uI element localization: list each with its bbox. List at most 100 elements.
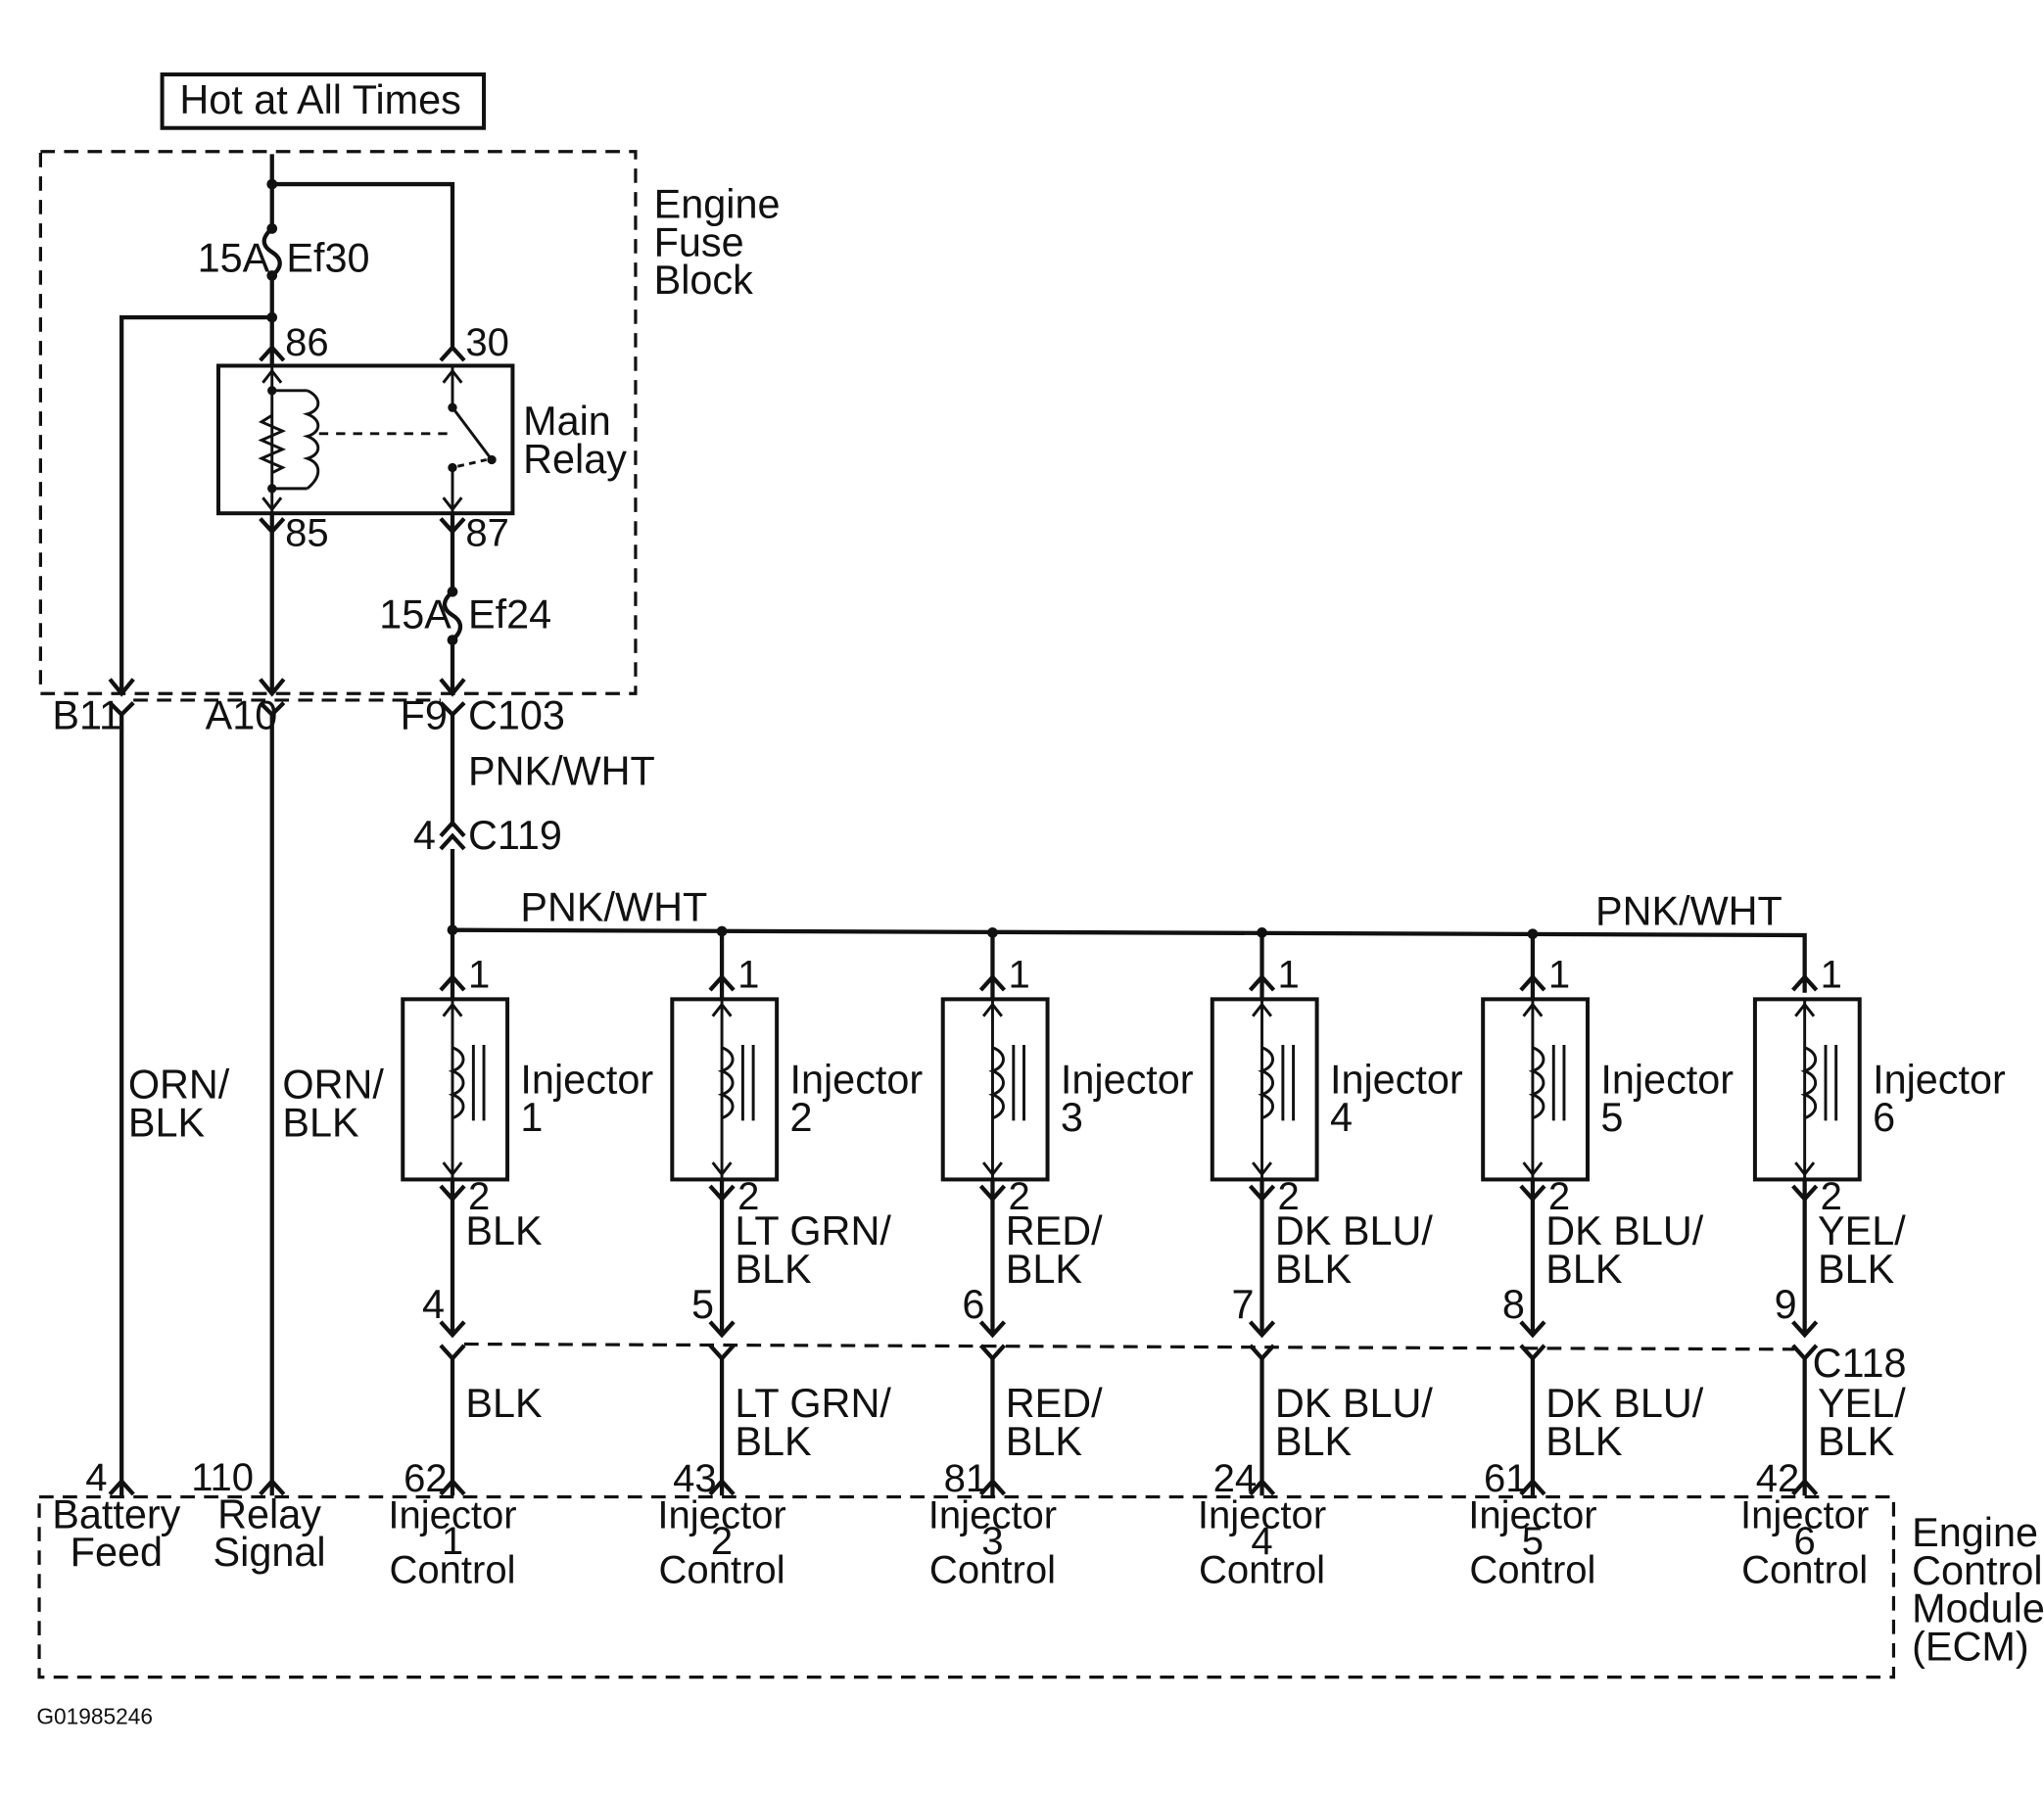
injector-6-ecm-label: Injector	[1740, 1494, 1869, 1537]
injector-3-circuit: 12Injector3RED/BLK6RED/BLK81Injector3Con…	[928, 927, 1194, 1592]
svg-text:BLK: BLK	[1545, 1247, 1623, 1292]
injector-1-label: Injector	[520, 1057, 653, 1102]
svg-text:BLK: BLK	[1545, 1419, 1623, 1464]
ecm-relay-signal: 110 Relay Signal	[191, 1456, 325, 1575]
connector-c103: B11 A10 F9 C103	[52, 692, 565, 737]
svg-text:3: 3	[981, 1520, 1003, 1563]
svg-text:Control: Control	[929, 1549, 1056, 1592]
injector-3-ecm-label: Injector	[928, 1494, 1057, 1537]
connector-c118-label: C118	[1813, 1341, 1907, 1386]
svg-text:C119: C119	[468, 813, 562, 858]
svg-text:PNK/WHT: PNK/WHT	[468, 749, 655, 794]
svg-text:BLK: BLK	[1275, 1247, 1353, 1292]
connector-c119: 4 C119	[413, 813, 562, 858]
svg-text:Ef30: Ef30	[286, 235, 369, 280]
svg-text:Control: Control	[1741, 1549, 1868, 1592]
svg-text:Control: Control	[1469, 1549, 1595, 1592]
injector-1-pin1: 1	[468, 953, 490, 996]
injector-4-c118-pin: 7	[1231, 1282, 1254, 1327]
svg-text:Relay: Relay	[217, 1492, 321, 1537]
injector-1-number: 1	[520, 1095, 543, 1140]
ecm-boundary	[37, 1494, 1896, 1679]
relay-signal-wire-color: ORN/ BLK	[282, 1063, 384, 1146]
svg-text:PNK/WHT: PNK/WHT	[520, 884, 707, 929]
svg-text:85: 85	[285, 512, 329, 555]
injector-5-ecm-wire-color: DK BLU/	[1545, 1381, 1703, 1426]
svg-text:F9: F9	[401, 692, 448, 737]
injector-3-number: 3	[1061, 1095, 1083, 1140]
svg-text:Engine: Engine	[1912, 1510, 2038, 1555]
injector-2-ecm-wire-color: LT GRN/	[735, 1381, 891, 1426]
injector-5-body	[1481, 997, 1590, 1182]
injector-3-ecm-pin: 81	[944, 1457, 988, 1500]
injector-3-ecm-wire-color: RED/	[1006, 1381, 1103, 1426]
injector-6-body	[1752, 997, 1862, 1182]
relay-pin-labels: 86 30 85 87	[285, 321, 509, 555]
svg-text:6: 6	[1794, 1520, 1816, 1563]
main-relay-label: Main Relay	[523, 399, 627, 482]
svg-text:BLK: BLK	[282, 1100, 359, 1145]
injector-5-pin2: 2	[1548, 1175, 1570, 1218]
svg-text:BLK: BLK	[1818, 1247, 1895, 1292]
svg-text:86: 86	[285, 321, 329, 364]
injector-5-ecm-label: Injector	[1468, 1494, 1596, 1537]
injector-2-number: 2	[789, 1095, 812, 1140]
injector-4-body	[1210, 997, 1319, 1182]
svg-text:Ef24: Ef24	[468, 592, 551, 638]
injector-3-label: Injector	[1061, 1057, 1194, 1102]
svg-text:Fuse: Fuse	[654, 219, 744, 264]
injector-2-pin2: 2	[737, 1175, 759, 1218]
svg-text:15A: 15A	[379, 592, 452, 638]
injector-4-pin2: 2	[1278, 1175, 1300, 1218]
svg-text:PNK/WHT: PNK/WHT	[1595, 888, 1783, 933]
svg-text:4: 4	[1251, 1520, 1272, 1563]
svg-text:(ECM): (ECM)	[1912, 1624, 2029, 1669]
figure-id: G01985246	[36, 1704, 153, 1729]
svg-text:Control: Control	[659, 1549, 785, 1592]
hot-at-all-times-label: Hot at All Times	[179, 77, 460, 122]
injector-2-body	[670, 997, 780, 1182]
svg-text:Module: Module	[1912, 1586, 2044, 1631]
svg-text:Control: Control	[1912, 1548, 2042, 1593]
injector-6-wire-color: YEL/	[1818, 1208, 1906, 1253]
svg-text:87: 87	[465, 512, 509, 555]
svg-text:2: 2	[711, 1520, 733, 1563]
hot-at-all-times-box	[160, 72, 487, 130]
svg-text:BLK: BLK	[1006, 1419, 1083, 1464]
svg-text:A10: A10	[206, 692, 278, 737]
injector-feed-bus: PNK/WHT PNK/WHT	[452, 884, 1807, 993]
injector-1-pin2: 2	[468, 1175, 490, 1218]
injector-5-ecm-pin: 61	[1484, 1457, 1528, 1500]
svg-text:15A: 15A	[198, 235, 270, 280]
injector-1-ecm-pin: 62	[404, 1457, 448, 1500]
fuse-ef30-symbol	[261, 226, 282, 278]
injector-3-c118-pin: 6	[962, 1282, 984, 1327]
injector-5-label: Injector	[1600, 1057, 1734, 1102]
svg-text:30: 30	[465, 321, 509, 364]
svg-text:ORN/: ORN/	[128, 1063, 230, 1108]
injector-3-pin2: 2	[1008, 1175, 1029, 1218]
svg-text:Main: Main	[523, 399, 611, 444]
fuse-ef24-label: 15A Ef24	[379, 592, 551, 638]
svg-text:ORN/: ORN/	[282, 1063, 384, 1108]
injector-5-wire-color: DK BLU/	[1545, 1208, 1703, 1253]
svg-text:BLK: BLK	[735, 1419, 812, 1464]
injector-4-ecm-pin: 24	[1213, 1457, 1258, 1500]
engine-fuse-block-label: Engine Fuse Block	[654, 182, 781, 303]
injector-3-body	[940, 997, 1050, 1182]
pnk-wht-feed: PNK/WHT	[439, 714, 655, 930]
svg-text:B11: B11	[52, 692, 121, 737]
injector-4-label: Injector	[1330, 1057, 1463, 1102]
svg-text:C103: C103	[468, 692, 565, 737]
injector-2-c118-pin: 5	[691, 1282, 714, 1327]
injector-6-ecm-wire-color: YEL/	[1818, 1381, 1906, 1426]
injector-4-wire-color: DK BLU/	[1275, 1208, 1433, 1253]
svg-text:Relay: Relay	[523, 437, 627, 482]
fuse-ef30-label: 15A Ef30	[198, 235, 370, 280]
svg-text:Engine: Engine	[654, 182, 781, 227]
battery-feed-wire-color: ORN/ BLK	[128, 1063, 230, 1146]
